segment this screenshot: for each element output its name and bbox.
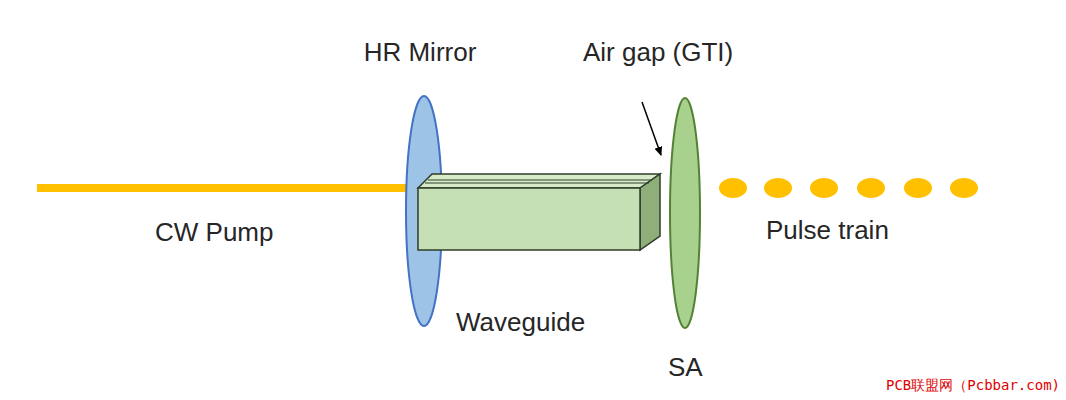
part-label: SA — [668, 352, 703, 382]
beam-label: Pulse train — [766, 215, 889, 245]
pulse-train — [719, 178, 978, 198]
part-label: HR Mirror — [364, 37, 477, 67]
pump-beam — [37, 184, 412, 192]
sa-mirror — [670, 98, 700, 328]
beam-label: CW Pump — [155, 217, 273, 247]
part-label: Air gap (GTI) — [583, 37, 733, 67]
watermark: PCB联盟网（Pcbbar.com) — [886, 376, 1060, 394]
part-label: Waveguide — [456, 307, 585, 337]
leader-arrow — [642, 102, 661, 155]
waveguide — [418, 174, 660, 250]
